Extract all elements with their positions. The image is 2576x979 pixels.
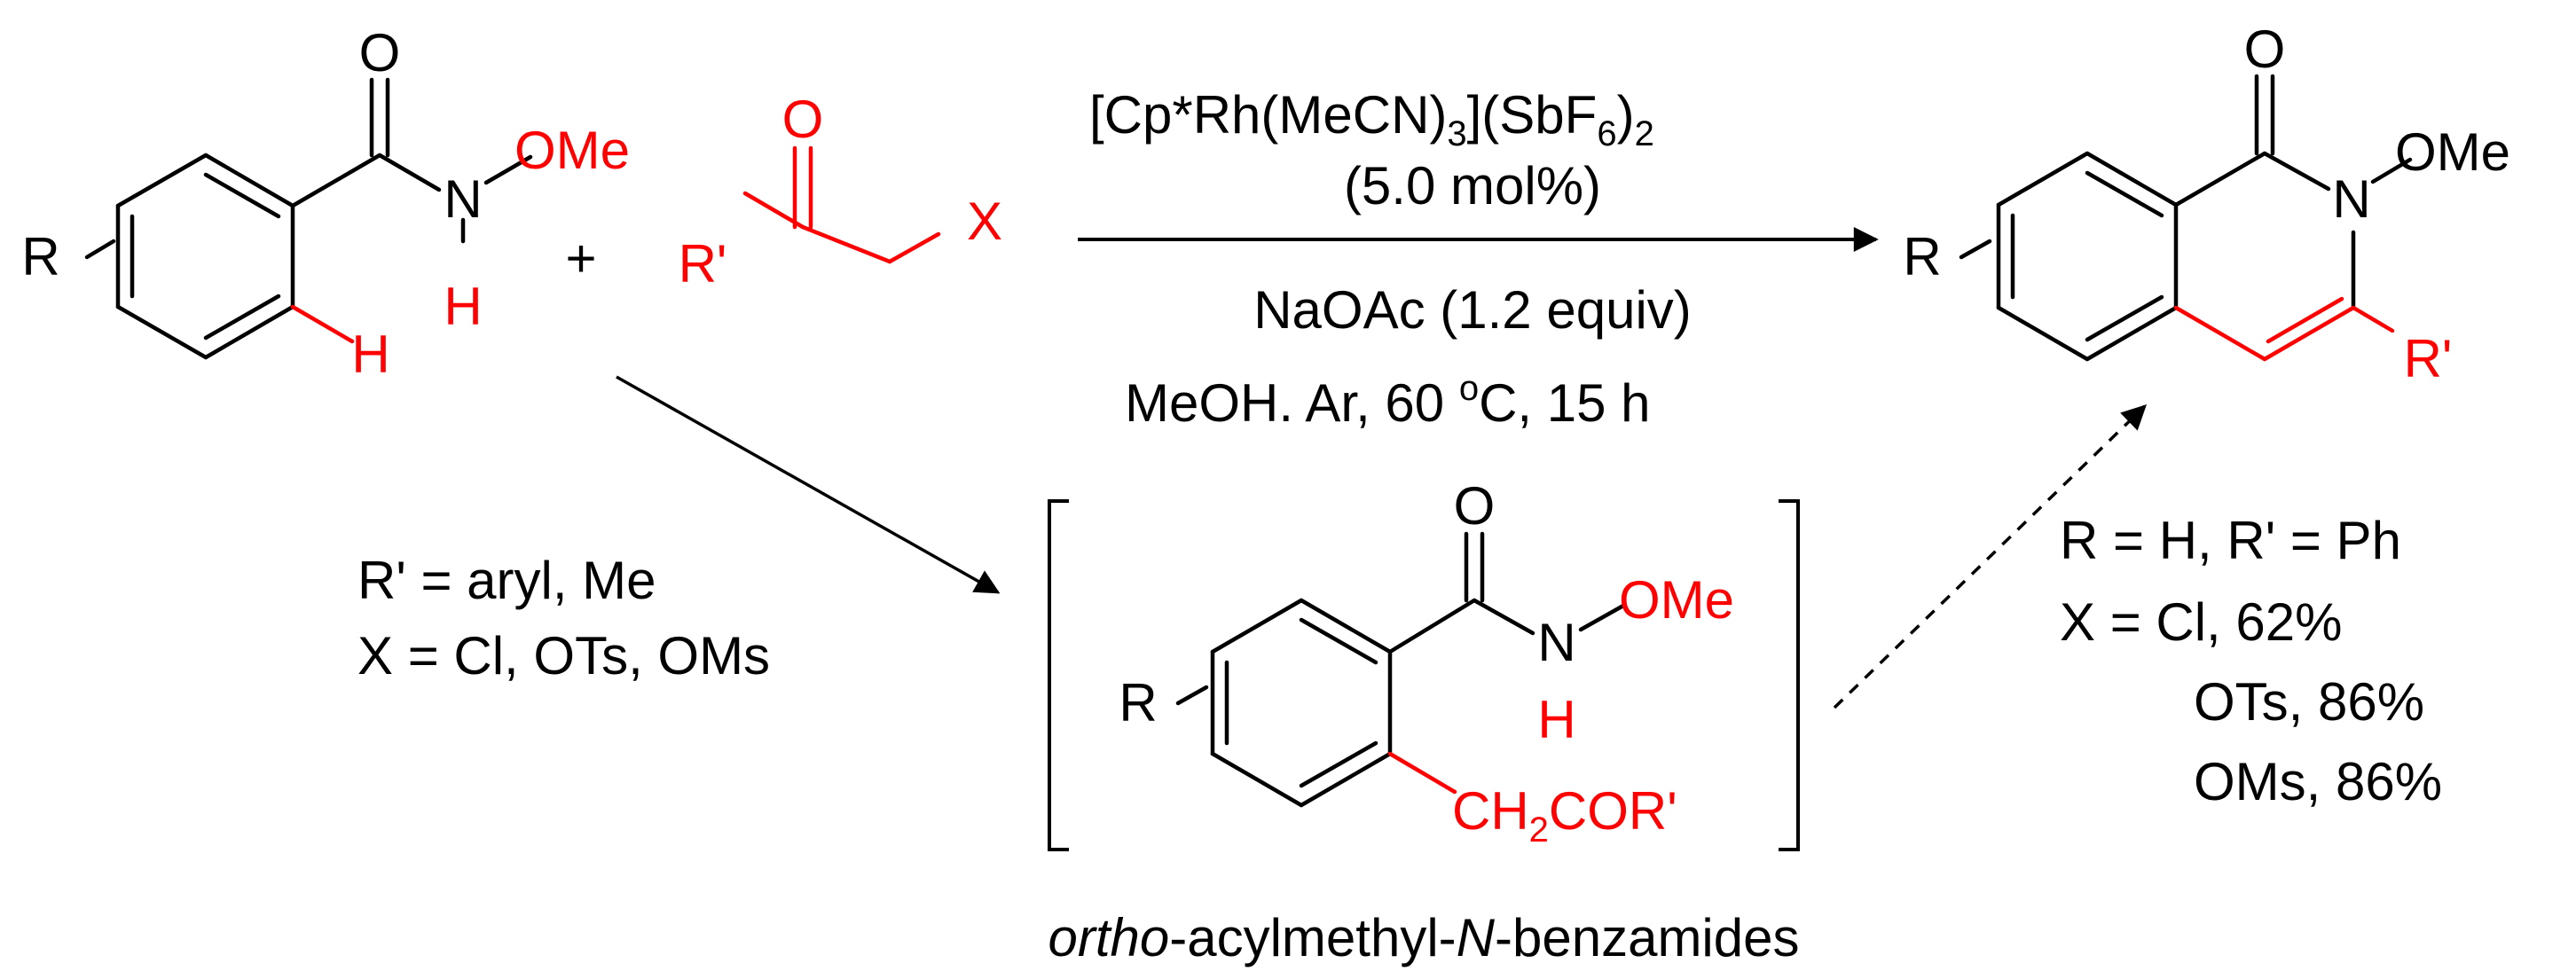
x-leaving-group-label: X	[967, 192, 1002, 251]
product-structure	[1959, 74, 2413, 362]
intermediate-nitrogen-label: N	[1537, 613, 1575, 672]
result-ots-yield: OTs, 86%	[2194, 672, 2424, 732]
ortho-ch-bond-red	[290, 304, 355, 344]
reactant-benzamide	[84, 77, 533, 360]
result-cl-yield: X = Cl, 62%	[2060, 592, 2343, 652]
reactant-ketone	[742, 145, 941, 264]
r-prime-options: R' = aryl, Me	[357, 551, 656, 610]
intermediate-side-chain-label: CH2COR'	[1452, 781, 1677, 850]
ortho-ch-bond	[203, 304, 295, 360]
x-options: X = Cl, OTs, OMs	[357, 626, 770, 685]
product-r-prime-label: R'	[2404, 329, 2453, 388]
intermediate-oxygen-label: O	[1454, 476, 1496, 536]
ortho-h-label: H	[351, 325, 389, 384]
amide-h-label: H	[444, 277, 482, 336]
intermediate-structure	[1175, 531, 1626, 808]
intermediate-methoxy-label: OMe	[1619, 570, 1734, 630]
catalyst-loading-label: (5.0 mol%)	[1344, 156, 1601, 215]
solvent-temperature-label: MeOH. Ar, 60 oC, 15 h	[1125, 369, 1651, 433]
product-nitrogen-label: N	[2332, 169, 2370, 229]
catalyst-label: [Cp*Rh(MeCN)3](SbF6)2	[1089, 85, 1654, 153]
intermediate-caption: ortho-acylmethyl-N-benzamides	[1048, 908, 1799, 967]
amide-nitrogen-label: N	[444, 169, 482, 229]
product-oxygen-label: O	[2244, 20, 2286, 79]
arrow-to-intermediate	[616, 375, 1001, 594]
product-r-label: R	[1903, 227, 1941, 286]
carbonyl-oxygen-label: O	[359, 23, 401, 82]
r-group-label: R	[21, 227, 59, 286]
benzene-ring	[84, 77, 533, 360]
result-substrate-line: R = H, R' = Ph	[2060, 511, 2401, 570]
ketone-oxygen-label: O	[782, 90, 824, 149]
dashed-arrow-to-product	[1833, 404, 2148, 709]
methoxy-label: OMe	[514, 121, 630, 180]
product-methoxy-label: OMe	[2395, 122, 2510, 182]
intermediate-r-label: R	[1119, 673, 1157, 732]
plus-sign: +	[565, 229, 596, 288]
result-oms-yield: OMs, 86%	[2194, 752, 2442, 811]
intermediate-h-label: H	[1537, 690, 1575, 749]
r-prime-label: R'	[679, 234, 727, 294]
intermediate-brackets	[1048, 499, 1800, 851]
base-label: NaOAc (1.2 equiv)	[1253, 280, 1692, 340]
